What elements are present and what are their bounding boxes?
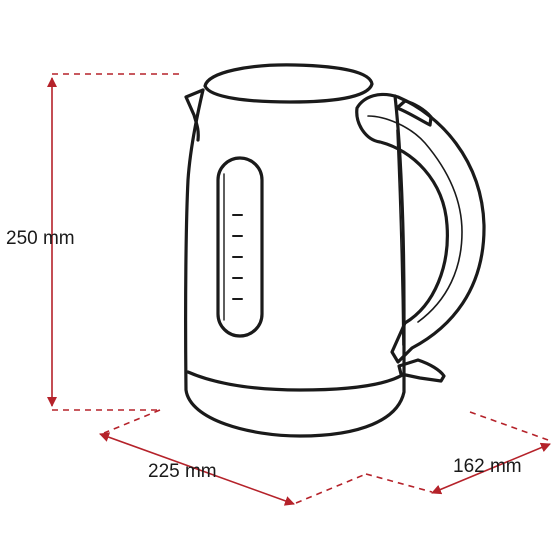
- kettle-spout: [184, 88, 205, 142]
- height-label: 250 mm: [6, 228, 75, 249]
- kettle-back-seam: [396, 129, 404, 346]
- kettle-drawing: [184, 63, 486, 438]
- footprint-guide-bottom-right: [365, 473, 433, 493]
- width-label: 225 mm: [148, 461, 217, 482]
- lid-release-button: [395, 99, 433, 127]
- power-switch: [397, 358, 446, 383]
- width-arrow: [99, 432, 295, 506]
- depth-arrow: [431, 442, 551, 495]
- depth-label: 162 mm: [453, 456, 522, 477]
- footprint-guide-bottom-left: [295, 473, 367, 504]
- water-level-window: [216, 156, 264, 338]
- kettle-lid: [203, 63, 374, 104]
- water-level-marks: [232, 214, 243, 300]
- kettle-handle: [355, 92, 486, 364]
- kettle-handle-groove: [367, 115, 463, 323]
- kettle-base-line: [186, 370, 406, 392]
- dimension-lines: [47, 73, 551, 506]
- kettle-body: [184, 88, 406, 438]
- footprint-guide-right: [469, 411, 549, 441]
- footprint-guide-left: [103, 409, 161, 434]
